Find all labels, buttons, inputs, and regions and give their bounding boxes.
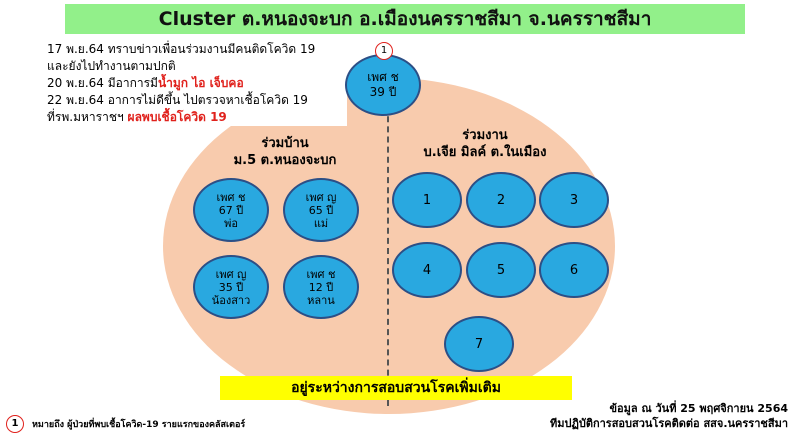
data-source: ข้อมูล ณ วันที่ 25 พฤศจิกายน 2564 ทีมปฏิ… xyxy=(550,401,788,431)
timeline-line-5-text: ที่รพ.มหาราชฯ xyxy=(47,110,128,124)
member-relation: น้องสาว xyxy=(211,293,251,307)
page-title: Cluster ต.หนองจะบก อ.เมืองนครราชสีมา จ.น… xyxy=(65,4,745,34)
member-relation: พ่อ xyxy=(224,216,238,230)
workplace-case-node: 4 xyxy=(392,242,462,298)
timeline-line-5: ที่รพ.มหาราชฯ ผลพบเชื้อโควิด 19 xyxy=(47,109,347,126)
member-sex: เพศ ญ xyxy=(305,190,337,204)
index-case-age: 39 ปี xyxy=(369,85,397,99)
index-case-sex: เพศ ช xyxy=(367,70,399,84)
case-timeline: 17 พ.ย.64 ทราบข่าวเพื่อนร่วมงานมีคนติดโค… xyxy=(47,41,347,126)
timeline-line-2: และยังไปทำงานตามปกติ xyxy=(47,59,176,73)
index-case-node: เพศ ช 39 ปี xyxy=(345,54,421,116)
timeline-line-3: 20 พ.ย.64 มีอาการมีน้ำมูก ไอ เจ็บคอ xyxy=(47,75,347,92)
legend-badge: 1 xyxy=(6,415,24,433)
household-member-node: เพศ ช 67 ปี พ่อ xyxy=(193,178,269,242)
investigation-status-banner: อยู่ระหว่างการสอบสวนโรคเพิ่มเติม xyxy=(220,376,572,400)
workplace-case-node: 1 xyxy=(392,172,462,228)
member-age: 12 ปี xyxy=(308,280,334,294)
household-member-node: เพศ ญ 35 ปี น้องสาว xyxy=(193,255,269,319)
household-member-node: เพศ ช 12 ปี หลาน xyxy=(283,255,359,319)
workplace-case-node: 2 xyxy=(466,172,536,228)
symptoms-highlight: น้ำมูก ไอ เจ็บคอ xyxy=(157,76,244,90)
legend: 1 หมายถึง ผู้ป่วยที่พบเชื้อโควิด-19 รายแ… xyxy=(6,415,245,433)
household-label-line2: ม.5 ต.หนองจะบก xyxy=(233,153,337,168)
member-relation: หลาน xyxy=(307,293,335,307)
timeline-line-3-text: 20 พ.ย.64 มีอาการมี xyxy=(47,76,158,90)
household-label: ร่วมบ้าน ม.5 ต.หนองจะบก xyxy=(215,135,355,169)
cluster-area xyxy=(163,78,615,414)
member-age: 35 ปี xyxy=(218,280,244,294)
index-case-badge: 1 xyxy=(375,42,393,60)
timeline-line-1: 17 พ.ย.64 ทราบข่าวเพื่อนร่วมงานมีคนติดโค… xyxy=(47,42,316,56)
member-age: 67 ปี xyxy=(218,203,244,217)
data-team: ทีมปฏิบัติการสอบสวนโรคติดต่อ สสจ.นครราชส… xyxy=(549,417,788,430)
member-sex: เพศ ญ xyxy=(215,267,247,281)
household-label-line1: ร่วมบ้าน xyxy=(261,136,309,151)
workplace-label-line1: ร่วมงาน xyxy=(462,128,508,143)
member-relation: แม่ xyxy=(313,216,329,230)
workplace-case-node: 5 xyxy=(466,242,536,298)
legend-text: หมายถึง ผู้ป่วยที่พบเชื้อโควิด-19 รายแรก… xyxy=(32,420,246,430)
workplace-case-node: 7 xyxy=(444,316,514,372)
member-age: 65 ปี xyxy=(308,203,334,217)
workplace-case-node: 3 xyxy=(539,172,609,228)
household-member-node: เพศ ญ 65 ปี แม่ xyxy=(283,178,359,242)
member-sex: เพศ ช xyxy=(216,190,246,204)
workplace-label-line2: บ.เจีย มิลค์ ต.ในเมือง xyxy=(423,145,547,160)
data-date: ข้อมูล ณ วันที่ 25 พฤศจิกายน 2564 xyxy=(609,402,788,415)
timeline-line-4: 22 พ.ย.64 อาการไม่ดีขึ้น ไปตรวจหาเชื้อโค… xyxy=(47,93,308,107)
result-highlight: ผลพบเชื้อโควิด 19 xyxy=(127,110,227,124)
group-divider xyxy=(387,96,389,406)
member-sex: เพศ ช xyxy=(306,267,336,281)
workplace-case-node: 6 xyxy=(539,242,609,298)
workplace-label: ร่วมงาน บ.เจีย มิลค์ ต.ในเมือง xyxy=(405,127,565,161)
